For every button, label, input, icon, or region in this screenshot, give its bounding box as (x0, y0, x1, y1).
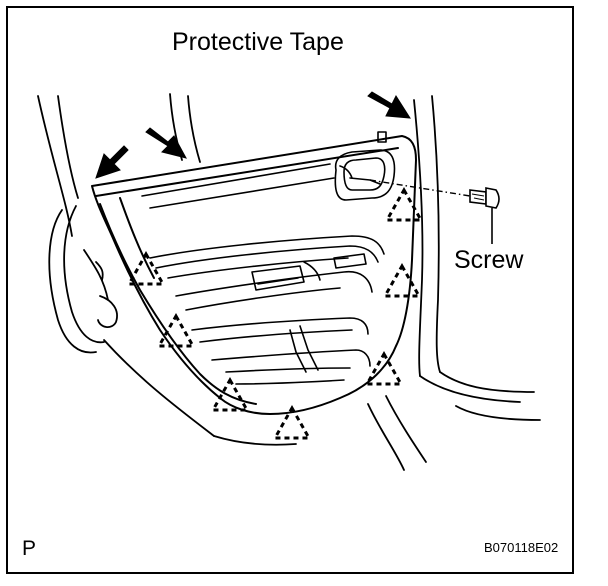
clip-markers (127, 188, 423, 440)
car-body-outline (37, 93, 215, 437)
screw-label: Screw (454, 246, 524, 274)
arrow-right (367, 91, 411, 119)
figure-code: B070118E02 (484, 540, 559, 555)
door-trim-details (141, 131, 396, 385)
diagram-title: Protective Tape (172, 28, 344, 56)
door-trim-outline (91, 135, 417, 415)
tape-arrows (95, 91, 411, 179)
clip-marker (383, 264, 421, 298)
arrow-left (95, 145, 129, 179)
corner-mark: P (22, 537, 37, 560)
figure-frame (6, 6, 574, 574)
clip-marker (385, 188, 423, 222)
car-body-right (213, 95, 541, 471)
arrow-middle (145, 127, 187, 159)
screw-callout (369, 179, 500, 244)
clip-marker (157, 314, 195, 348)
